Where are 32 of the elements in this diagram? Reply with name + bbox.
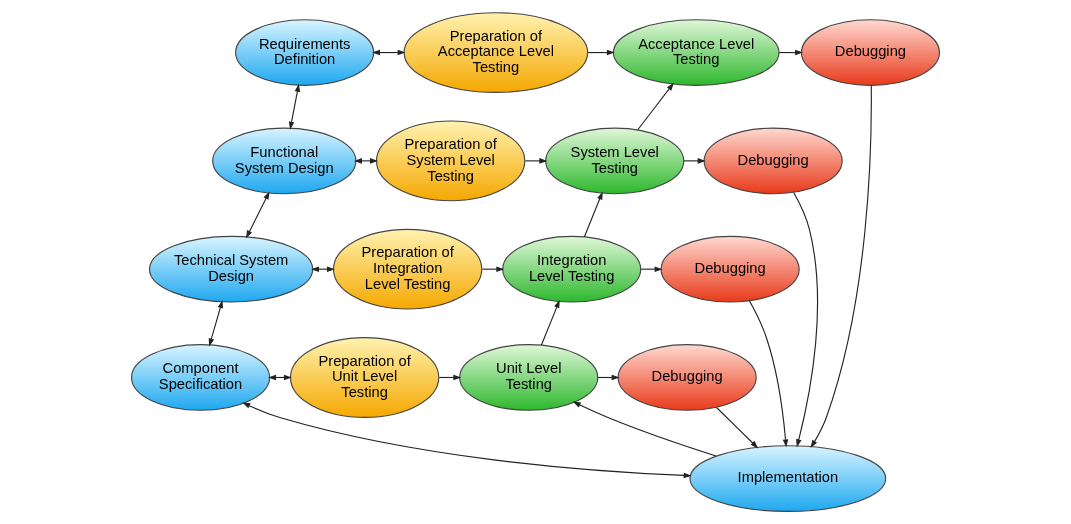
node-ellipse: Integration Level Testing: [502, 235, 642, 303]
node-ellipse: Requirements Definition: [235, 19, 375, 86]
arrow: [288, 83, 301, 130]
node-ellipse: Preparation of Integration Level Testing: [332, 228, 483, 310]
node-ellipse: Technical System Design: [148, 235, 314, 303]
node-ellipse: Debugging: [660, 235, 800, 303]
arrow: [810, 84, 872, 448]
arrow: [587, 49, 615, 56]
node-ellipse: Acceptance Level Testing: [612, 19, 780, 86]
arrow: [583, 191, 603, 238]
arrow: [572, 401, 717, 457]
arrow: [242, 402, 692, 479]
node-ellipse: Preparation of System Level Testing: [375, 120, 526, 202]
node-ellipse: Debugging: [703, 127, 843, 195]
node-ellipse: System Level Testing: [545, 127, 685, 195]
node-ellipse: Functional System Design: [212, 127, 357, 195]
arrow: [683, 158, 706, 164]
arrow: [354, 158, 378, 164]
node-ellipse: Debugging: [800, 19, 941, 86]
node-ellipse: Preparation of Acceptance Level Testing: [403, 12, 589, 93]
arrow: [372, 49, 406, 56]
arrow: [716, 407, 759, 449]
node-ellipse: Implementation: [689, 445, 887, 512]
arrow: [540, 299, 560, 346]
arrow: [245, 191, 270, 239]
arrow: [748, 300, 789, 448]
arrow: [793, 191, 819, 448]
node-ellipse: Preparation of Unit Level Testing: [289, 337, 440, 418]
arrow: [208, 300, 223, 347]
arrow: [524, 158, 548, 164]
node-ellipse: Debugging: [617, 344, 757, 411]
arrow: [637, 82, 674, 131]
